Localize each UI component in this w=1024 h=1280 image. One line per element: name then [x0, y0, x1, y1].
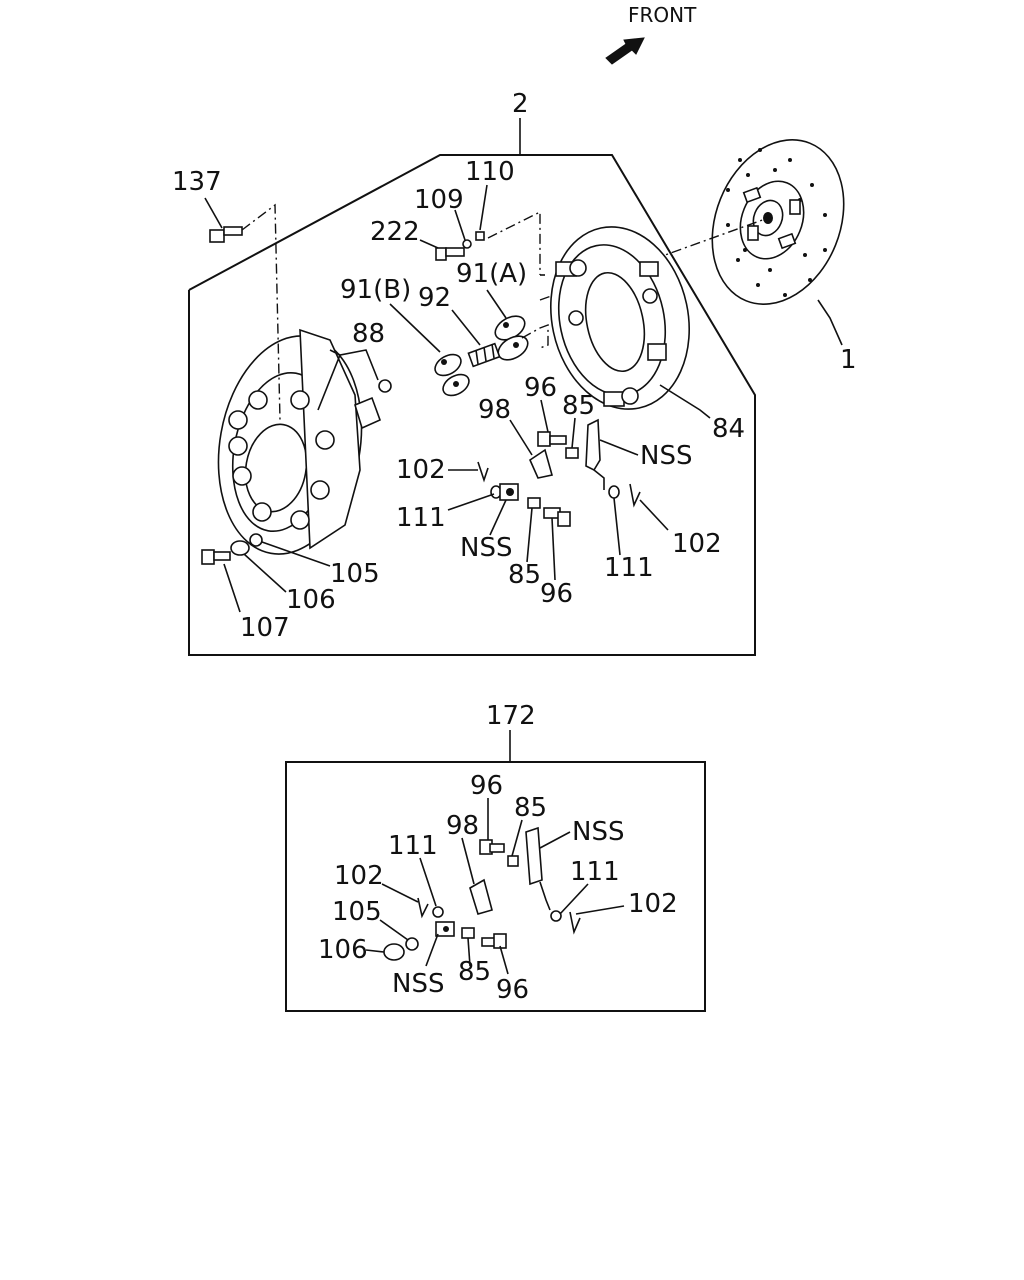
callout-1: 1 — [840, 345, 857, 375]
pin-96-lower — [543, 507, 571, 527]
bolt-137 — [209, 226, 243, 243]
callout-nss-lower: NSS — [460, 533, 512, 563]
callout-111-right: 111 — [604, 553, 654, 583]
kit-callout-85-upper: 85 — [514, 793, 547, 823]
pressure-plate — [549, 226, 691, 410]
kit-sleeve-85-upper — [507, 855, 519, 867]
front-label: FRONT — [628, 3, 697, 27]
kit-group-frame — [285, 730, 706, 1012]
kit-callout-nss-upper: NSS — [572, 817, 624, 847]
callout-102-right: 102 — [672, 529, 722, 559]
spring-92 — [467, 342, 501, 368]
kit-cotter-102-right — [569, 911, 581, 935]
nut-105 — [249, 533, 263, 547]
main-group-label: 2 — [512, 89, 529, 119]
clip-110 — [475, 231, 485, 241]
spring-98 — [528, 448, 553, 479]
callout-110: 110 — [465, 157, 515, 187]
lever-91b — [434, 353, 470, 397]
main-group-frame — [188, 118, 756, 656]
cotter-102-left — [477, 461, 489, 483]
callout-85-upper: 85 — [562, 391, 595, 421]
bolt-107 — [201, 549, 231, 565]
bolt-222 — [435, 247, 465, 261]
callout-nss-upper: NSS — [640, 441, 692, 471]
callout-107: 107 — [240, 613, 290, 643]
callout-88: 88 — [352, 319, 385, 349]
clutch-cover — [217, 328, 363, 555]
kit-washer-111-right — [550, 910, 562, 922]
kit-pin-96-lower — [481, 933, 507, 949]
kit-plate-106 — [383, 943, 405, 961]
kit-washer-111-left — [432, 906, 444, 918]
callout-98: 98 — [478, 395, 511, 425]
front-arrow-icon — [605, 37, 645, 65]
kit-pin-96-upper — [479, 839, 505, 855]
cotter-102-right — [629, 483, 641, 508]
kit-callout-102-left: 102 — [334, 861, 384, 891]
callout-84: 84 — [712, 414, 745, 444]
kit-group-label: 172 — [486, 701, 536, 731]
plate-106 — [230, 540, 250, 556]
callout-105: 105 — [330, 559, 380, 589]
sleeve-85-upper — [565, 447, 579, 459]
kit-callout-96-upper: 96 — [470, 771, 503, 801]
kit-spring-98 — [469, 878, 493, 915]
bracket-88 — [354, 379, 392, 430]
callout-92: 92 — [418, 283, 451, 313]
kit-cotter-102-left — [417, 897, 429, 919]
pin-96-upper — [537, 431, 567, 447]
callout-85-lower: 85 — [508, 560, 541, 590]
kit-callout-111-left: 111 — [388, 831, 438, 861]
callout-111-left: 111 — [396, 503, 446, 533]
kit-callout-105: 105 — [332, 897, 382, 927]
nss-lever-upper — [585, 418, 601, 472]
callout-96-upper: 96 — [524, 373, 557, 403]
callout-102-left: 102 — [396, 455, 446, 485]
kit-nut-105 — [405, 937, 419, 951]
callout-109: 109 — [414, 185, 464, 215]
kit-nss-lever-upper — [525, 826, 543, 886]
washer-111-right — [608, 485, 620, 499]
kit-nss-yoke-lower — [435, 921, 455, 937]
sleeve-85-lower — [527, 497, 541, 509]
callout-222: 222 — [370, 217, 420, 247]
callout-96-lower: 96 — [540, 579, 573, 609]
kit-callout-102-right: 102 — [628, 889, 678, 919]
kit-callout-96-lower: 96 — [496, 975, 529, 1005]
washer-109 — [462, 239, 472, 249]
clutch-disc — [711, 139, 845, 305]
callout-91a: 91(A) — [456, 259, 527, 289]
kit-callout-98: 98 — [446, 811, 479, 841]
nss-yoke-lower — [499, 483, 519, 501]
callout-106: 106 — [286, 585, 336, 615]
kit-callout-85-lower: 85 — [458, 957, 491, 987]
kit-callout-106: 106 — [318, 935, 368, 965]
callout-91b: 91(B) — [340, 275, 411, 305]
callout-137: 137 — [172, 167, 222, 197]
kit-callout-nss-lower: NSS — [392, 969, 444, 999]
kit-callout-111-right: 111 — [570, 857, 620, 887]
kit-sleeve-85-lower — [461, 927, 475, 939]
